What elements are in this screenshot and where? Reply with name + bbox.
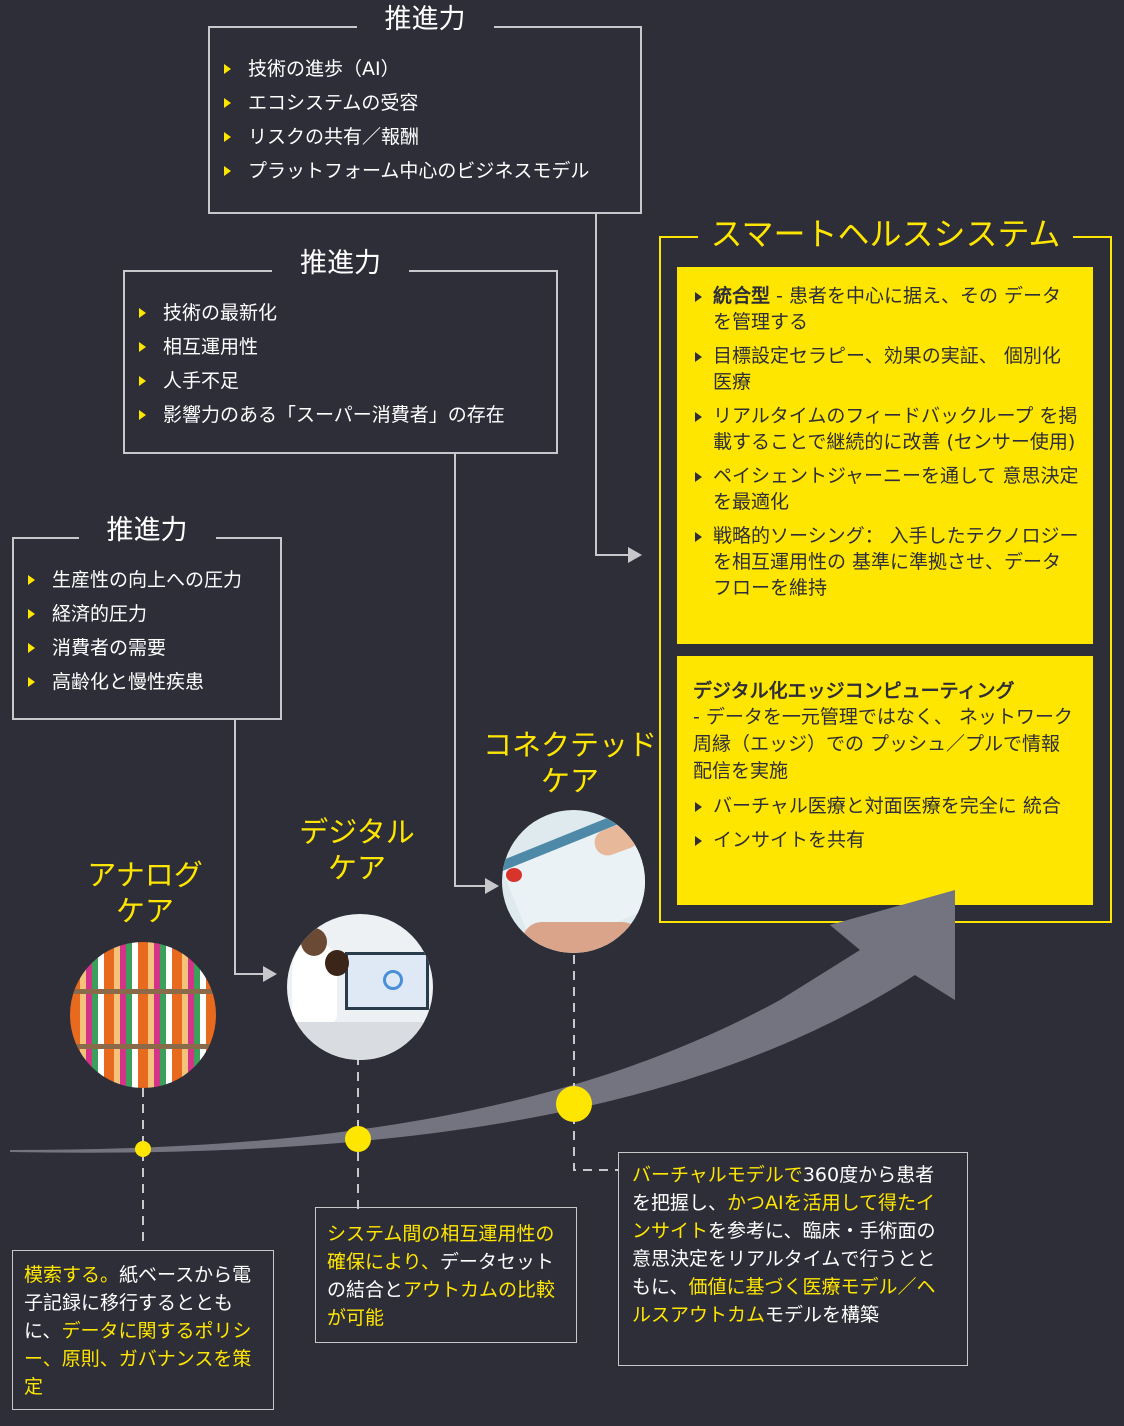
- driver-item: 技術の進歩（AI）: [220, 52, 589, 86]
- smart-health-list-1: 統合型 - 患者を中心に据え、その データを管理する 目標設定セラピー、効果の実…: [693, 283, 1079, 601]
- driver-item: 経済的圧力: [24, 597, 242, 631]
- connected-care-image: [502, 810, 645, 953]
- smart-health-list-2: バーチャル医療と対面医療を完全に 統合 インサイトを共有: [693, 793, 1079, 853]
- driver-item: 相互運用性: [135, 330, 505, 364]
- triangle-bullet-icon: [695, 472, 702, 482]
- driver-box-1: 推進力 技術の進歩（AI） エコシステムの受容 リスクの共有／報酬 プラットフォ…: [208, 4, 642, 214]
- edge-computing-subtext: - データを一元管理ではなく、 ネットワーク周縁（エッジ）での プッシュ／プルで…: [693, 706, 1073, 782]
- driver-item: 生産性の向上への圧力: [24, 563, 242, 597]
- smart-health-item: 統合型 - 患者を中心に据え、その データを管理する: [693, 283, 1079, 335]
- smart-health-item: リアルタイムのフィードバックループ を掲載することで継続的に改善 (センサー使用…: [693, 403, 1079, 455]
- triangle-bullet-icon: [695, 836, 702, 846]
- triangle-bullet-icon: [28, 575, 35, 585]
- connector-driver3: [234, 719, 265, 975]
- arrowhead-driver3: [263, 966, 277, 982]
- smart-health-item: 目標設定セラピー、効果の実証、 個別化医療: [693, 343, 1079, 395]
- driver-item: プラットフォーム中心のビジネスモデル: [220, 154, 589, 188]
- driver-title: 推進力: [125, 248, 556, 279]
- smart-health-item: ペイシェントジャーニーを通して 意思決定を最適化: [693, 463, 1079, 515]
- smart-health-item: インサイトを共有: [693, 827, 1079, 853]
- edge-computing-heading: デジタル化エッジコンピューティング: [693, 680, 1015, 702]
- stage-label-digital: デジタルケア: [299, 815, 415, 885]
- driver-item: リスクの共有／報酬: [220, 120, 589, 154]
- driver-item: 影響力のある「スーパー消費者」の存在: [135, 398, 505, 432]
- triangle-bullet-icon: [695, 532, 702, 542]
- description-digital: システム間の相互運用性の確保により、データセットの結合とアウトカムの比較が可能: [315, 1207, 577, 1343]
- driver-box-2: 推進力 技術の最新化 相互運用性 人手不足 影響力のある「スーパー消費者」の存在: [123, 248, 558, 454]
- timeline-dot-analog: [135, 1141, 151, 1157]
- driver-item: 高齢化と慢性疾患: [24, 665, 242, 699]
- timeline-dot-connected: [556, 1086, 592, 1122]
- driver-item: 技術の最新化: [135, 296, 505, 330]
- triangle-bullet-icon: [224, 98, 231, 108]
- triangle-bullet-icon: [139, 376, 146, 386]
- arrowhead-driver2: [485, 878, 499, 894]
- triangle-bullet-icon: [224, 64, 231, 74]
- description-connected: バーチャルモデルで360度から患者を把握し、かつAIを活用して得たインサイトを参…: [618, 1152, 968, 1366]
- triangle-bullet-icon: [28, 643, 35, 653]
- analog-care-image: [70, 942, 216, 1088]
- stage-label-connected: コネクテッドケア: [482, 728, 657, 798]
- connector-driver2: [454, 453, 487, 887]
- smart-health-panel-2: デジタル化エッジコンピューティング - データを一元管理ではなく、 ネットワーク…: [677, 656, 1093, 905]
- driver-item: 消費者の需要: [24, 631, 242, 665]
- arrowhead-driver1: [628, 547, 642, 563]
- smart-health-item: バーチャル医療と対面医療を完全に 統合: [693, 793, 1079, 819]
- triangle-bullet-icon: [695, 802, 702, 812]
- triangle-bullet-icon: [695, 292, 702, 302]
- triangle-bullet-icon: [139, 410, 146, 420]
- triangle-bullet-icon: [695, 412, 702, 422]
- digital-care-image: [287, 914, 433, 1060]
- driver-title: 推進力: [210, 4, 640, 35]
- smart-health-frame: スマートヘルスシステム: [659, 215, 1112, 923]
- triangle-bullet-icon: [139, 342, 146, 352]
- timeline-dot-digital: [345, 1126, 371, 1152]
- driver-box-3: 推進力 生産性の向上への圧力 経済的圧力 消費者の需要 高齢化と慢性疾患: [12, 515, 282, 720]
- smart-health-panel-1: 統合型 - 患者を中心に据え、その データを管理する 目標設定セラピー、効果の実…: [677, 267, 1093, 644]
- triangle-bullet-icon: [224, 132, 231, 142]
- triangle-bullet-icon: [28, 609, 35, 619]
- driver-item: 人手不足: [135, 364, 505, 398]
- stage-label-analog: アナログケア: [87, 858, 203, 928]
- dashed-line-connected: [573, 955, 618, 1171]
- driver-list: 生産性の向上への圧力 経済的圧力 消費者の需要 高齢化と慢性疾患: [24, 563, 242, 699]
- connector-driver1: [595, 213, 630, 556]
- driver-list: 技術の最新化 相互運用性 人手不足 影響力のある「スーパー消費者」の存在: [135, 296, 505, 432]
- smart-health-item: 戦略的ソーシング： 入手したテクノロジーを相互運用性の 基準に準拠させ、データフ…: [693, 523, 1079, 601]
- description-analog: 模索する。紙ベースから電子記録に移行するとともに、データに関するポリシー、原則、…: [12, 1250, 274, 1410]
- triangle-bullet-icon: [224, 166, 231, 176]
- driver-list: 技術の進歩（AI） エコシステムの受容 リスクの共有／報酬 プラットフォーム中心…: [220, 52, 589, 188]
- smart-health-title: スマートヘルスシステム: [661, 215, 1110, 253]
- driver-title: 推進力: [14, 515, 280, 546]
- triangle-bullet-icon: [139, 308, 146, 318]
- driver-item: エコシステムの受容: [220, 86, 589, 120]
- growth-arrow: [10, 890, 955, 1153]
- triangle-bullet-icon: [695, 352, 702, 362]
- triangle-bullet-icon: [28, 677, 35, 687]
